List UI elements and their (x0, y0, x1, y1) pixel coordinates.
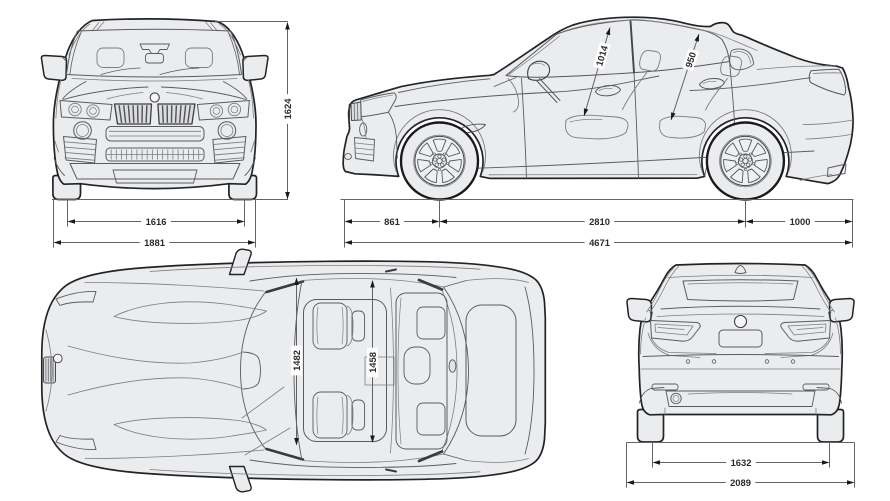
svg-text:4671: 4671 (589, 237, 610, 248)
svg-text:1616: 1616 (146, 216, 167, 227)
svg-text:2810: 2810 (589, 216, 610, 227)
svg-text:861: 861 (384, 216, 400, 227)
svg-text:2089: 2089 (730, 477, 751, 488)
svg-text:1000: 1000 (790, 216, 811, 227)
svg-text:1632: 1632 (731, 457, 752, 468)
svg-text:1482: 1482 (291, 350, 302, 371)
svg-text:950: 950 (683, 51, 698, 69)
svg-text:1624: 1624 (282, 98, 293, 120)
svg-text:1458: 1458 (367, 352, 378, 373)
svg-text:1881: 1881 (144, 237, 165, 248)
